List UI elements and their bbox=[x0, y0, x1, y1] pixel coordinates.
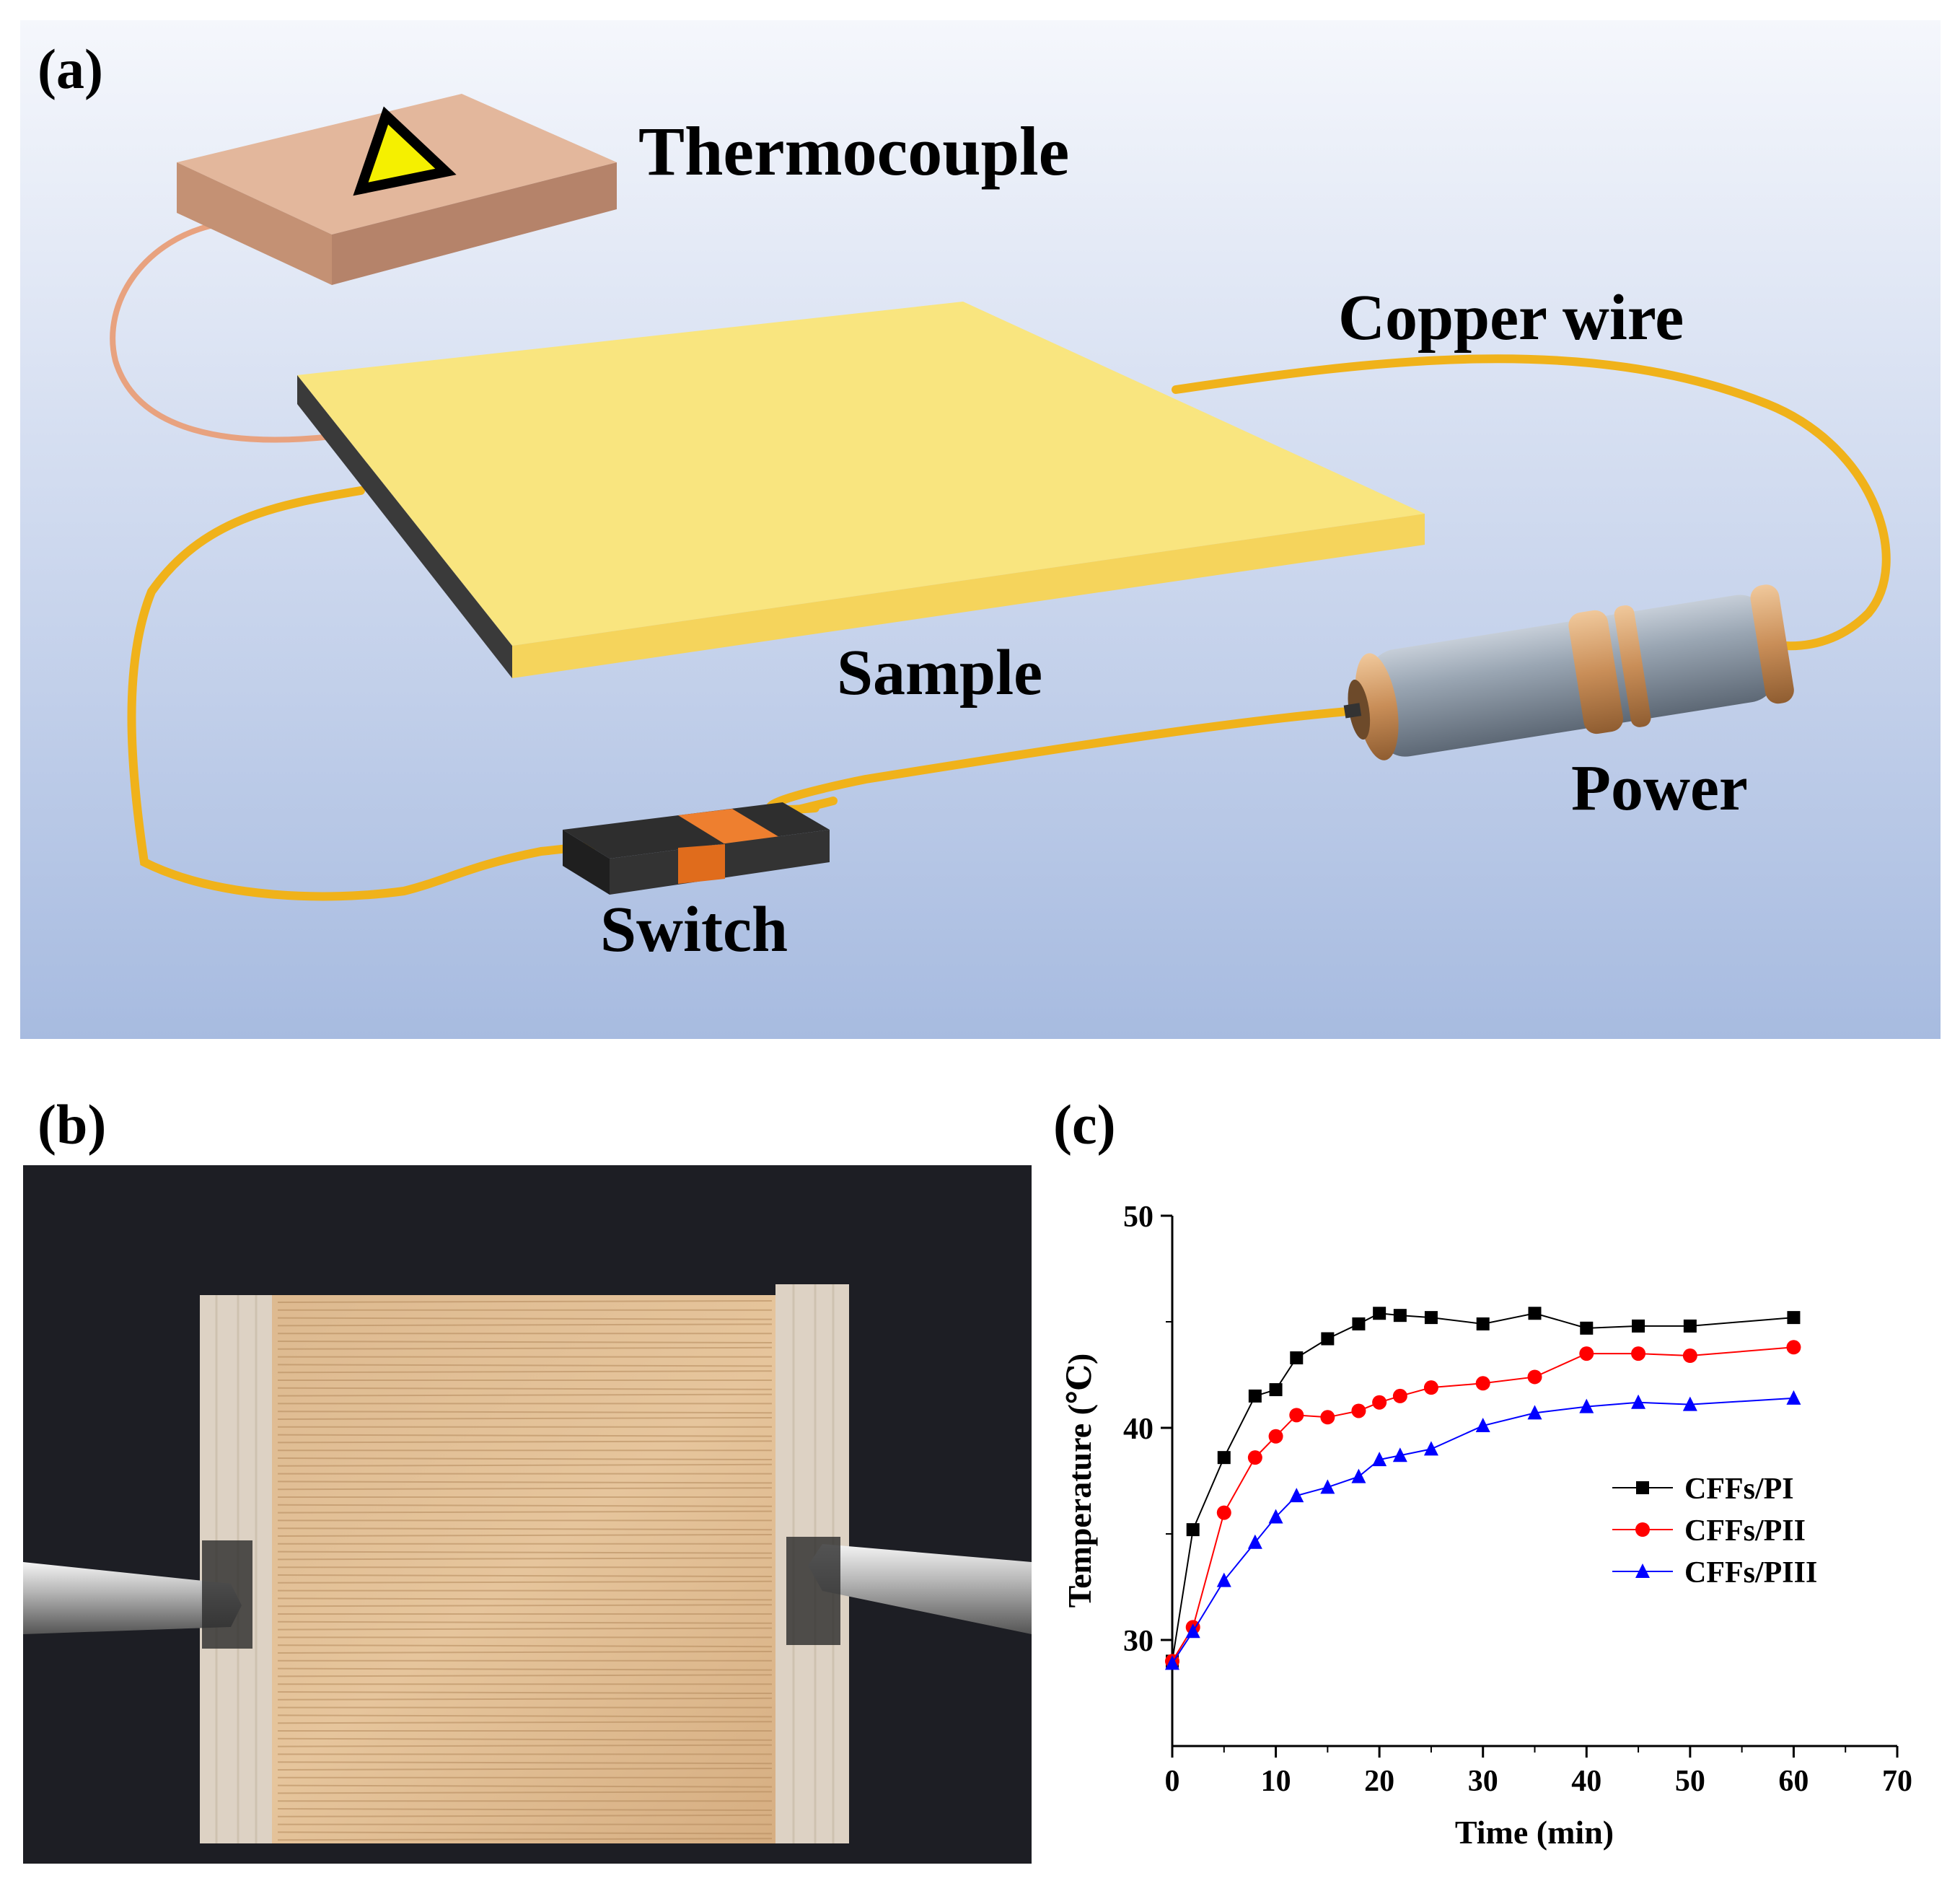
data-point bbox=[1268, 1509, 1283, 1524]
left-alligator-clip bbox=[23, 1540, 252, 1649]
legend-marker bbox=[1635, 1522, 1650, 1537]
switch-icon bbox=[563, 802, 830, 895]
data-point bbox=[1373, 1307, 1386, 1320]
data-point bbox=[1351, 1468, 1366, 1483]
data-point bbox=[1392, 1447, 1407, 1462]
switch-label: Switch bbox=[600, 894, 788, 965]
thermocouple-box bbox=[177, 94, 617, 285]
data-point bbox=[1290, 1351, 1304, 1364]
x-tick-label: 20 bbox=[1364, 1765, 1394, 1798]
y-tick-label: 30 bbox=[1123, 1625, 1153, 1658]
x-tick-label: 50 bbox=[1675, 1765, 1705, 1798]
data-point bbox=[1682, 1396, 1697, 1411]
warning-triangle-icon bbox=[353, 106, 457, 196]
series-3 bbox=[1165, 1390, 1801, 1670]
copper-wire-label: Copper wire bbox=[1338, 282, 1684, 354]
data-point bbox=[1248, 1389, 1262, 1403]
thermocouple-label: Thermocouple bbox=[638, 113, 1069, 190]
y-tick-label: 40 bbox=[1123, 1413, 1153, 1446]
data-point bbox=[1247, 1450, 1262, 1465]
x-tick-label: 30 bbox=[1468, 1765, 1498, 1798]
data-point bbox=[1476, 1317, 1490, 1330]
right-alligator-clip bbox=[786, 1537, 1032, 1645]
data-point bbox=[1423, 1380, 1438, 1395]
data-point bbox=[1786, 1340, 1801, 1355]
y-tick-label: 50 bbox=[1123, 1201, 1153, 1234]
legend-item: CFFs/PIII bbox=[1612, 1556, 1817, 1589]
data-point bbox=[1372, 1395, 1387, 1410]
data-point bbox=[1631, 1394, 1646, 1409]
data-point bbox=[1423, 1441, 1438, 1456]
series-layer bbox=[1165, 1307, 1801, 1670]
legend-label: CFFs/PII bbox=[1684, 1514, 1806, 1548]
data-point bbox=[1289, 1488, 1304, 1503]
data-point bbox=[1393, 1309, 1407, 1323]
data-point bbox=[1579, 1346, 1594, 1361]
x-axis-label: Time (min) bbox=[1455, 1814, 1614, 1851]
data-point bbox=[1247, 1534, 1262, 1549]
panel-a: (a) Thermocouple Sample Copper wire bbox=[20, 20, 1941, 1039]
sample-label: Sample bbox=[837, 637, 1042, 709]
panel-a-label: (a) bbox=[38, 38, 103, 100]
data-point bbox=[1320, 1410, 1335, 1425]
data-point bbox=[1217, 1451, 1231, 1465]
data-point bbox=[1528, 1307, 1542, 1320]
data-point bbox=[1787, 1311, 1801, 1325]
data-point bbox=[1579, 1398, 1594, 1413]
panel-b-label: (b) bbox=[38, 1093, 106, 1156]
data-point bbox=[1216, 1505, 1231, 1520]
data-point bbox=[1268, 1429, 1283, 1444]
sample-plate bbox=[297, 302, 1425, 678]
power-label: Power bbox=[1571, 753, 1748, 824]
data-point bbox=[1165, 1655, 1179, 1670]
data-point bbox=[1632, 1319, 1645, 1333]
x-tick-label: 60 bbox=[1778, 1765, 1809, 1798]
x-tick-label: 10 bbox=[1261, 1765, 1291, 1798]
data-point bbox=[1352, 1317, 1366, 1330]
data-point bbox=[1185, 1623, 1200, 1639]
data-point bbox=[1527, 1405, 1542, 1420]
battery-icon bbox=[1343, 584, 1794, 760]
legend-label: CFFs/PI bbox=[1684, 1473, 1794, 1506]
legend-item: CFFs/PI bbox=[1612, 1473, 1794, 1506]
data-point bbox=[1786, 1390, 1801, 1405]
chart-legend: CFFs/PI CFFs/PII CFFs/PIII bbox=[1612, 1473, 1817, 1589]
data-point bbox=[1392, 1388, 1407, 1403]
legend-item: CFFs/PII bbox=[1612, 1514, 1806, 1548]
y-ticks: 30 40 50 bbox=[1123, 1201, 1172, 1658]
data-point bbox=[1321, 1332, 1335, 1346]
x-tick-label: 0 bbox=[1165, 1765, 1180, 1798]
panel-c-label: (c) bbox=[1053, 1093, 1116, 1156]
legend-label: CFFs/PIII bbox=[1684, 1556, 1817, 1589]
data-point bbox=[1186, 1523, 1200, 1537]
panel-c: (c) 0 10 20 30 40 50 60 70 30 40 50 Time (min) Te… bbox=[1053, 1093, 1912, 1851]
data-point bbox=[1269, 1383, 1283, 1397]
x-tick-label: 40 bbox=[1571, 1765, 1601, 1798]
thermocouple-wire bbox=[110, 221, 335, 443]
data-point bbox=[1682, 1348, 1697, 1364]
data-point bbox=[1683, 1319, 1697, 1333]
x-ticks: 0 10 20 30 40 50 60 70 bbox=[1165, 1746, 1912, 1798]
data-point bbox=[1631, 1346, 1646, 1361]
data-point bbox=[1216, 1572, 1231, 1587]
data-point bbox=[1527, 1369, 1542, 1385]
legend-marker bbox=[1636, 1481, 1649, 1494]
panel-b: (b) bbox=[23, 1093, 1032, 1864]
data-point bbox=[1475, 1418, 1490, 1433]
data-point bbox=[1372, 1452, 1387, 1467]
legend-marker bbox=[1635, 1563, 1650, 1578]
data-point bbox=[1580, 1321, 1594, 1335]
data-point bbox=[1424, 1311, 1438, 1325]
y-axis-label: Temperature (℃) bbox=[1061, 1354, 1098, 1608]
data-point bbox=[1475, 1376, 1490, 1391]
x-tick-label: 70 bbox=[1882, 1765, 1912, 1798]
data-point bbox=[1289, 1408, 1304, 1423]
wood-sample-photo bbox=[200, 1284, 849, 1843]
data-point bbox=[1320, 1479, 1335, 1494]
data-point bbox=[1351, 1403, 1366, 1418]
